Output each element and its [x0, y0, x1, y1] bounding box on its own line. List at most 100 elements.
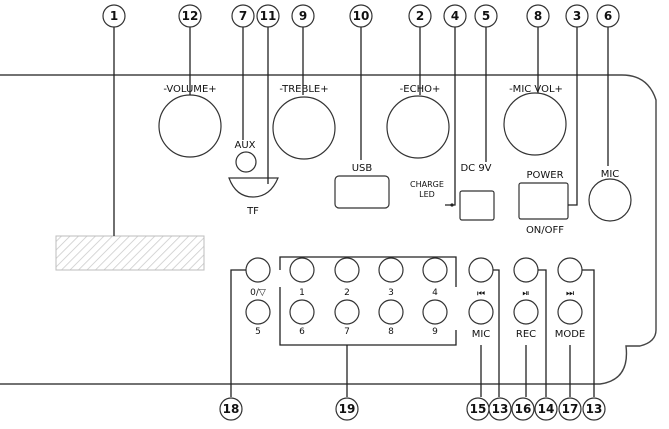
- mode-button-label: MODE: [555, 329, 586, 340]
- key-2-label: 2: [344, 288, 350, 298]
- callout-11: 11: [256, 4, 280, 28]
- mic-vol-knob[interactable]: [503, 92, 567, 156]
- callout-17: 17: [558, 397, 582, 421]
- treble-label: -TREBLE+: [279, 84, 328, 95]
- power-switch[interactable]: [518, 182, 569, 220]
- svg-text:5: 5: [482, 9, 490, 23]
- power-label: POWER: [526, 170, 563, 181]
- svg-text:11: 11: [260, 9, 277, 23]
- aux-label: AUX: [234, 140, 255, 151]
- leader-13a: [493, 269, 500, 397]
- callout-13a: 13: [488, 397, 512, 421]
- mic-input-label: MIC: [601, 169, 620, 180]
- callout-15: 15: [466, 397, 490, 421]
- callout-8: 8: [526, 4, 550, 28]
- leader-4: [445, 27, 456, 206]
- svg-text:6: 6: [604, 9, 612, 23]
- key-7[interactable]: [334, 299, 360, 325]
- svg-text:2: 2: [416, 9, 424, 23]
- callout-18: 18: [219, 397, 243, 421]
- dc-9v-jack[interactable]: [459, 190, 495, 221]
- svg-text:19: 19: [339, 402, 356, 416]
- callout-13b: 13: [582, 397, 606, 421]
- tf-label: TF: [246, 206, 259, 217]
- display-window: [55, 235, 205, 271]
- key-3-label: 3: [388, 288, 394, 298]
- key-2[interactable]: [334, 257, 360, 283]
- key-1[interactable]: [289, 257, 315, 283]
- treble-knob[interactable]: [272, 96, 336, 160]
- charge-label: CHARGE: [410, 180, 444, 189]
- svg-text:15: 15: [470, 402, 487, 416]
- panel-outline: [0, 74, 657, 385]
- callout-10: 10: [349, 4, 373, 28]
- key-8-label: 8: [388, 327, 394, 337]
- callout-19: 19: [335, 397, 359, 421]
- mic-button-label: MIC: [472, 329, 491, 340]
- svg-text:9: 9: [299, 9, 307, 23]
- svg-text:3: 3: [573, 9, 581, 23]
- leader-18: [230, 269, 246, 397]
- volume-knob[interactable]: [158, 94, 222, 158]
- leader-14: [538, 269, 547, 397]
- svg-text:7: 7: [239, 9, 247, 23]
- svg-text:18: 18: [223, 402, 240, 416]
- svg-text:12: 12: [182, 9, 199, 23]
- key-1-label: 1: [299, 288, 305, 298]
- key-5[interactable]: [245, 299, 271, 325]
- aux-jack[interactable]: [235, 151, 257, 173]
- dc-label: DC 9V: [460, 163, 491, 174]
- led-label: LED: [419, 190, 435, 199]
- usb-port[interactable]: [334, 175, 390, 209]
- play-pause-icon: ⏯: [522, 289, 529, 299]
- callout-5: 5: [474, 4, 498, 28]
- callout-2: 2: [408, 4, 432, 28]
- rec-button[interactable]: [513, 299, 539, 325]
- echo-knob[interactable]: [386, 95, 450, 159]
- key-6[interactable]: [289, 299, 315, 325]
- svg-text:14: 14: [538, 402, 555, 416]
- leader-3: [568, 27, 578, 206]
- callout-12: 12: [178, 4, 202, 28]
- svg-text:13: 13: [586, 402, 603, 416]
- svg-text:1: 1: [110, 9, 118, 23]
- key-5-label: 5: [255, 327, 261, 337]
- callout-9: 9: [291, 4, 315, 28]
- next-button[interactable]: [557, 257, 583, 283]
- svg-text:4: 4: [451, 9, 459, 23]
- prev-button[interactable]: [468, 257, 494, 283]
- key-9[interactable]: [422, 299, 448, 325]
- svg-text:13: 13: [492, 402, 509, 416]
- key-4-label: 4: [432, 288, 438, 298]
- tf-card-slot[interactable]: [228, 177, 279, 198]
- mic-input-jack[interactable]: [588, 178, 632, 222]
- key-3[interactable]: [378, 257, 404, 283]
- leader-19: [279, 256, 457, 287]
- svg-text:16: 16: [515, 402, 532, 416]
- key-7-label: 7: [344, 327, 350, 337]
- key-0-label: 0/▽: [250, 288, 266, 298]
- key-4[interactable]: [422, 257, 448, 283]
- on-off-label: ON/OFF: [526, 225, 564, 236]
- usb-label: USB: [352, 163, 373, 174]
- rec-button-label: REC: [516, 329, 536, 340]
- play-pause-button[interactable]: [513, 257, 539, 283]
- callout-7: 7: [231, 4, 255, 28]
- leader-19b: [279, 287, 457, 346]
- key-8[interactable]: [378, 299, 404, 325]
- svg-text:10: 10: [353, 9, 370, 23]
- prev-icon: ⏮: [477, 289, 485, 299]
- callout-14: 14: [534, 397, 558, 421]
- mic-button[interactable]: [468, 299, 494, 325]
- svg-text:8: 8: [534, 9, 542, 23]
- next-icon: ⏭: [566, 289, 574, 299]
- mode-button[interactable]: [557, 299, 583, 325]
- mic-vol-label: -MIC VOL+: [509, 84, 563, 95]
- callout-6: 6: [596, 4, 620, 28]
- callout-4: 4: [443, 4, 467, 28]
- key-0[interactable]: [245, 257, 271, 283]
- key-9-label: 9: [432, 327, 438, 337]
- callout-16: 16: [511, 397, 535, 421]
- svg-text:17: 17: [562, 402, 579, 416]
- leader-13b: [582, 269, 595, 397]
